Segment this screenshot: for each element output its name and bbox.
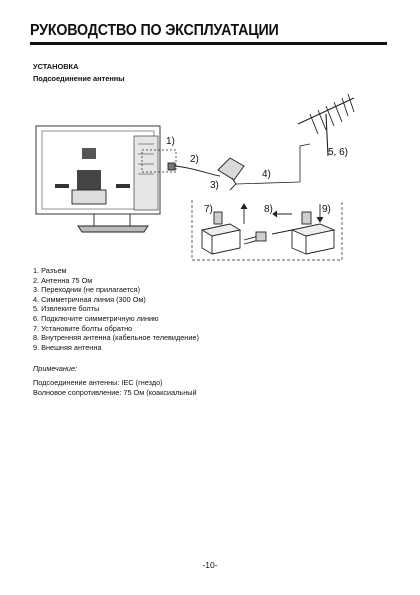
legend-item: 1. Разъем [33, 266, 67, 275]
legend-item: 9. Внешняя антенна [33, 342, 102, 352]
legend-item: 5. Извлеките болты [33, 304, 100, 314]
cable-plug-step8 [243, 210, 293, 245]
callout-3: 3) [210, 180, 219, 191]
note-label: Примечание: [33, 364, 78, 373]
legend-item: 6. Подключите симметричную линию [33, 313, 159, 323]
title-rule [30, 42, 387, 45]
subsection-heading: Подсоединение антенны [33, 74, 125, 83]
callout-7: 7) [204, 204, 213, 215]
adapter-illustration [217, 157, 245, 191]
callout-8: 8) [264, 204, 273, 215]
callout-2: 2) [190, 154, 199, 165]
legend-item: 7. Установите болты обратно [33, 323, 133, 333]
callout-5-6: 5, 6) [328, 147, 348, 158]
legend-item: 8. Внутренняя антенна (кабельное телевид… [33, 333, 199, 343]
tv-rear-illustration [35, 125, 161, 233]
legend-item: 2. Антенна 75 Ом [33, 275, 93, 285]
legend-item: 3. Переходник (не прилагается) [33, 285, 141, 295]
note-line: Подсоединение антенны: IEC (гнездо) [33, 378, 163, 387]
callout-1: 1) [166, 136, 175, 147]
legend-list: 1. Разъем 2. Антенна 75 Ом 3. Переходник… [33, 266, 199, 352]
page-title: РУКОВОДСТВО ПО ЭКСПЛУАТАЦИИ [30, 22, 279, 39]
legend-item: 4. Симметричная линия (300 Ом) [33, 294, 146, 304]
page-number: -10- [202, 560, 218, 570]
callout-9: 9) [322, 204, 331, 215]
outdoor-antenna-illustration [297, 93, 355, 157]
antenna-connection-diagram: 1) 2) 3) 4) 5, 6) 7) 8) 9) [35, 93, 355, 261]
terminal-block-step9 [290, 204, 336, 255]
terminal-block-step7 [200, 203, 248, 255]
section-heading: УСТАНОВКА [33, 62, 79, 71]
note-line: Волновое сопротивление: 75 Ом (коаксиаль… [33, 388, 197, 397]
callout-4: 4) [262, 169, 271, 180]
